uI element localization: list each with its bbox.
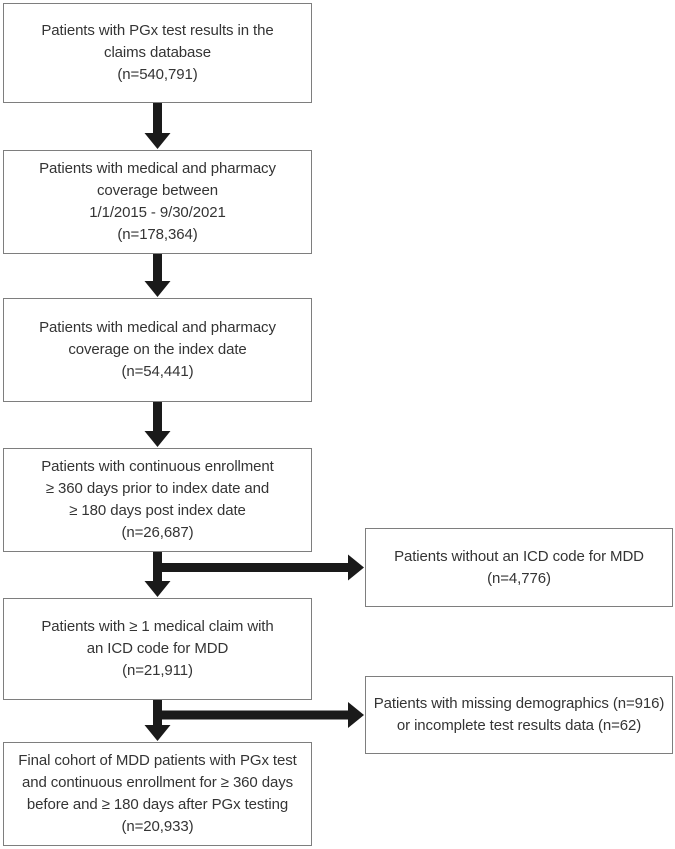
arrow-step4-to-step5	[144, 552, 171, 597]
arrow-step2-to-step3	[144, 254, 171, 297]
flow-box-mdd-claim-text: Patients with ≥ 1 medical claim with an …	[41, 618, 274, 679]
flow-box-mdd-claim: Patients with ≥ 1 medical claim with an …	[3, 598, 312, 700]
flow-box-final-cohort: Final cohort of MDD patients with PGx te…	[3, 742, 312, 846]
exclusion-box-no-icd-mdd-text: Patients without an ICD code for MDD (n=…	[394, 547, 644, 587]
flow-box-pgx-results: Patients with PGx test results in the cl…	[3, 3, 312, 103]
flow-box-coverage-index-date-text: Patients with medical and pharmacy cover…	[39, 319, 276, 380]
arrow-step5-to-step6	[144, 700, 171, 741]
arrow-exclusion-no-icd-mdd	[157, 554, 364, 581]
flow-box-continuous-enrollment: Patients with continuous enrollment ≥ 36…	[3, 448, 312, 552]
arrow-step1-to-step2	[144, 103, 171, 149]
exclusion-box-no-icd-mdd: Patients without an ICD code for MDD (n=…	[365, 528, 673, 607]
flow-box-coverage-period: Patients with medical and pharmacy cover…	[3, 150, 312, 254]
flow-box-final-cohort-text: Final cohort of MDD patients with PGx te…	[18, 752, 297, 835]
arrow-exclusion-missing-data	[157, 702, 364, 728]
flow-box-coverage-period-text: Patients with medical and pharmacy cover…	[39, 160, 276, 243]
flow-box-pgx-results-text: Patients with PGx test results in the cl…	[41, 22, 274, 83]
flow-box-continuous-enrollment-text: Patients with continuous enrollment ≥ 36…	[41, 458, 274, 541]
arrow-step3-to-step4	[144, 402, 171, 447]
flow-box-coverage-index-date: Patients with medical and pharmacy cover…	[3, 298, 312, 402]
exclusion-box-missing-data-text: Patients with missing demographics (n=91…	[373, 695, 665, 734]
exclusion-box-missing-data: Patients with missing demographics (n=91…	[365, 676, 673, 754]
